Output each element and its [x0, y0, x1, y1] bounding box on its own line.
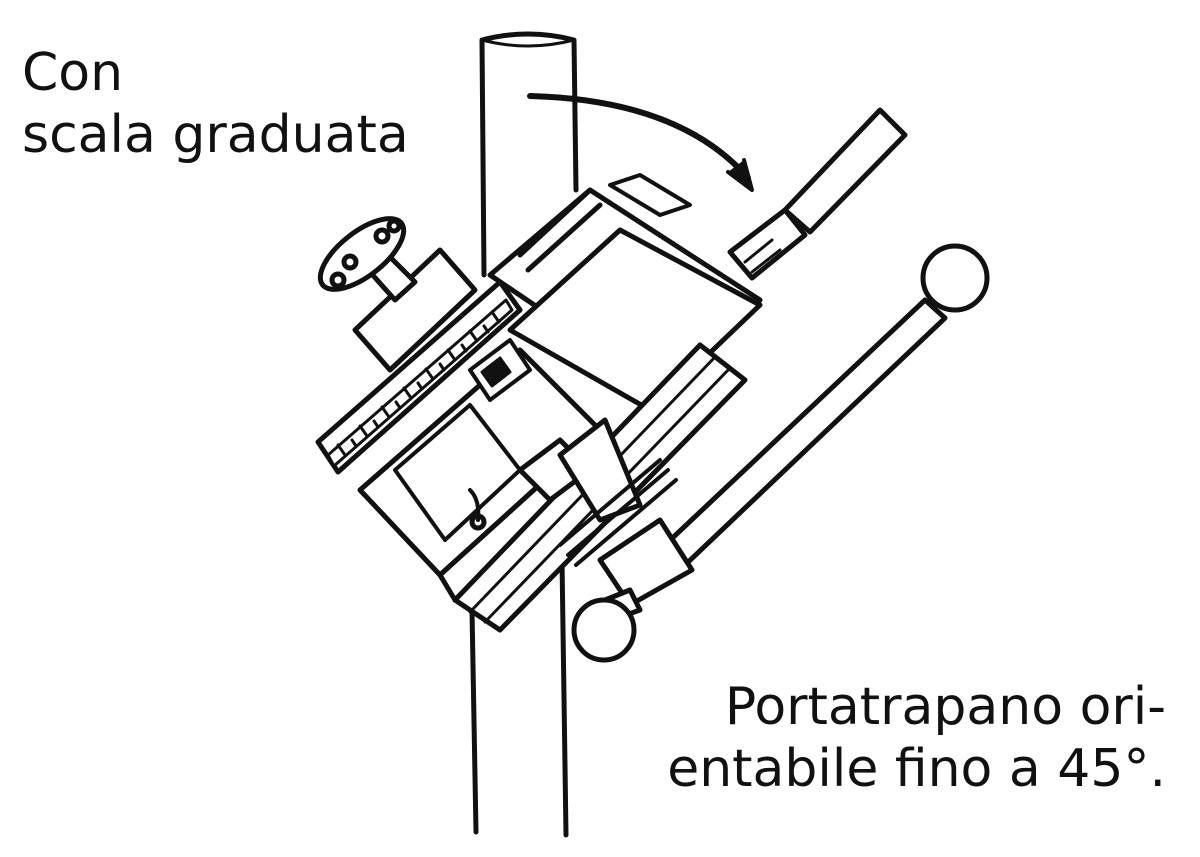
column — [469, 31, 579, 838]
tilt-caption-line-1: Portatrapano ori- — [724, 677, 1166, 737]
lock-lever — [571, 517, 695, 663]
feed-handle-top — [727, 107, 908, 281]
scale-caption: Con scala graduata — [22, 42, 409, 166]
slide-rail — [452, 342, 748, 633]
scale-caption-line-2: scala graduata — [22, 105, 409, 165]
scale-caption-line-1: Con — [22, 43, 124, 103]
tilt-caption: Portatrapano ori- entabile fino a 45°. — [667, 676, 1166, 800]
rotation-arrow — [527, 93, 754, 192]
clamp-knob — [317, 216, 478, 373]
graduated-scale — [315, 279, 523, 475]
tilting-head — [315, 107, 908, 633]
tilt-caption-line-2: entabile fino a 45°. — [667, 739, 1166, 799]
main-housing — [487, 173, 763, 413]
